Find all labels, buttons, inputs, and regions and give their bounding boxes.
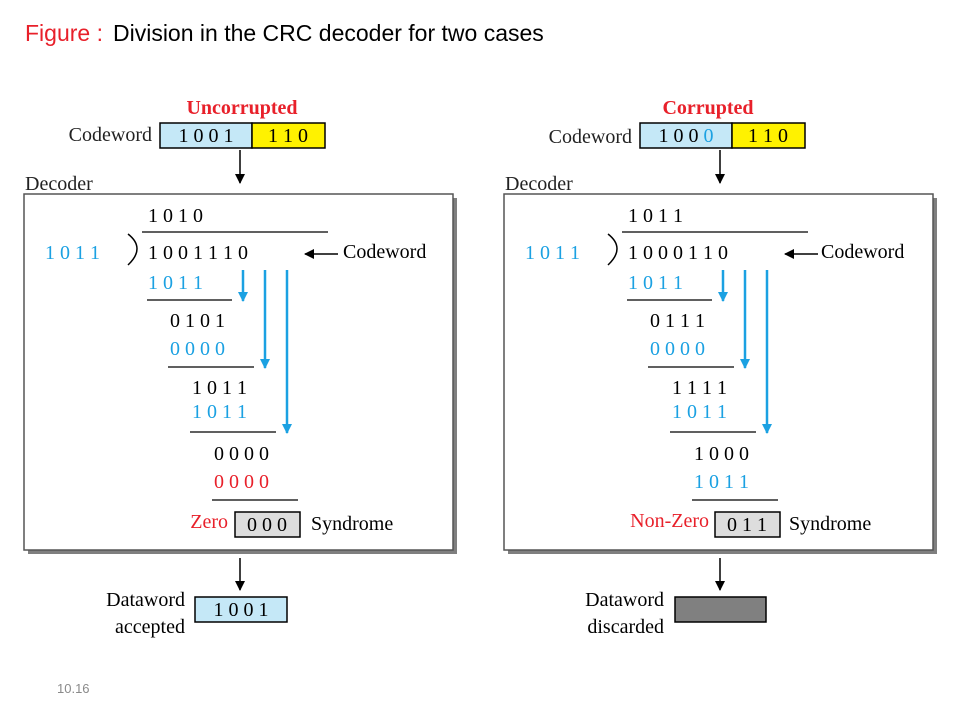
syndrome-status-label: Non-Zero	[630, 510, 709, 532]
decoder-label: Decoder	[25, 173, 93, 195]
syndrome-status-label: Zero	[190, 511, 228, 533]
corrupted-bit: 0	[704, 125, 714, 147]
codeword-dataword-text: 1 0 0 0	[659, 125, 714, 147]
division-bracket	[127, 233, 138, 266]
codeword-pointer-label: Codeword	[343, 241, 426, 263]
quotient: 1 0 1 0	[148, 205, 203, 227]
syndrome-label: Syndrome	[789, 513, 871, 535]
codeword-label: Codeword	[69, 124, 152, 146]
uncorrupted-case: Uncorrupted Codeword 1 0 0 1 1 1 0 Decod…	[23, 97, 457, 638]
syndrome-label: Syndrome	[311, 513, 393, 535]
step-5: 1 0 1 1	[672, 401, 727, 423]
result-line-1: Dataword	[585, 589, 664, 611]
quotient: 1 0 1 1	[628, 205, 683, 227]
step-7: 0 0 0 0	[214, 471, 269, 493]
codeword-check-bits	[251, 122, 326, 149]
dataword-value: 1 0 0 1	[214, 599, 269, 621]
codeword-dataword-bits	[159, 122, 253, 149]
discarded-dataword-box	[674, 596, 767, 623]
corrupted-case: Corrupted Codeword 1 0 0 0 1 1 0 Decoder…	[503, 97, 937, 638]
result-line-2: accepted	[115, 616, 185, 638]
codeword-check-text: 1 1 0	[268, 125, 308, 147]
result-line-2: discarded	[587, 616, 664, 638]
divisor: 1 0 1 1	[525, 242, 580, 264]
divisor: 1 0 1 1	[45, 242, 100, 264]
step-2: 0 1 0 1	[170, 310, 225, 332]
decoder-label: Decoder	[505, 173, 573, 195]
division-bracket	[607, 233, 618, 266]
figure-caption: Division in the CRC decoder for two case…	[112, 20, 544, 46]
slide-number: 10.16	[57, 681, 90, 696]
codeword-check-text: 1 1 0	[748, 125, 788, 147]
step-6: 1 0 0 0	[694, 443, 749, 465]
step-3: 0 0 0 0	[650, 338, 705, 360]
syndrome-box	[714, 511, 781, 538]
dataword-box	[194, 596, 288, 623]
step-1: 1 0 1 1	[628, 272, 683, 294]
step-7: 1 0 1 1	[694, 471, 749, 493]
figure-label: Figure :	[25, 20, 103, 46]
case-heading: Corrupted	[662, 97, 753, 119]
step-1: 1 0 1 1	[148, 272, 203, 294]
step-2: 0 1 1 1	[650, 310, 705, 332]
dividend: 1 0 0 1 1 1 0	[148, 242, 248, 264]
codeword-label: Codeword	[549, 126, 632, 148]
step-3: 0 0 0 0	[170, 338, 225, 360]
syndrome-value: 0 1 1	[727, 514, 767, 536]
step-6: 0 0 0 0	[214, 443, 269, 465]
codeword-dataword-text: 1 0 0 1	[179, 125, 234, 147]
step-5: 1 0 1 1	[192, 401, 247, 423]
dividend: 1 0 0 0 1 1 0	[628, 242, 728, 264]
syndrome-value: 0 0 0	[247, 514, 287, 536]
codeword-pointer-label: Codeword	[821, 241, 904, 263]
page-title: Figure : Division in the CRC decoder for …	[25, 20, 544, 47]
decoder-panel	[503, 193, 934, 551]
decoder-panel	[23, 193, 454, 551]
codeword-check-bits	[731, 122, 806, 149]
step-4: 1 0 1 1	[192, 377, 247, 399]
step-4: 1 1 1 1	[672, 377, 727, 399]
result-line-1: Dataword	[106, 589, 185, 611]
case-heading: Uncorrupted	[186, 97, 297, 119]
syndrome-box	[234, 511, 301, 538]
codeword-dataword-bits	[639, 122, 733, 149]
